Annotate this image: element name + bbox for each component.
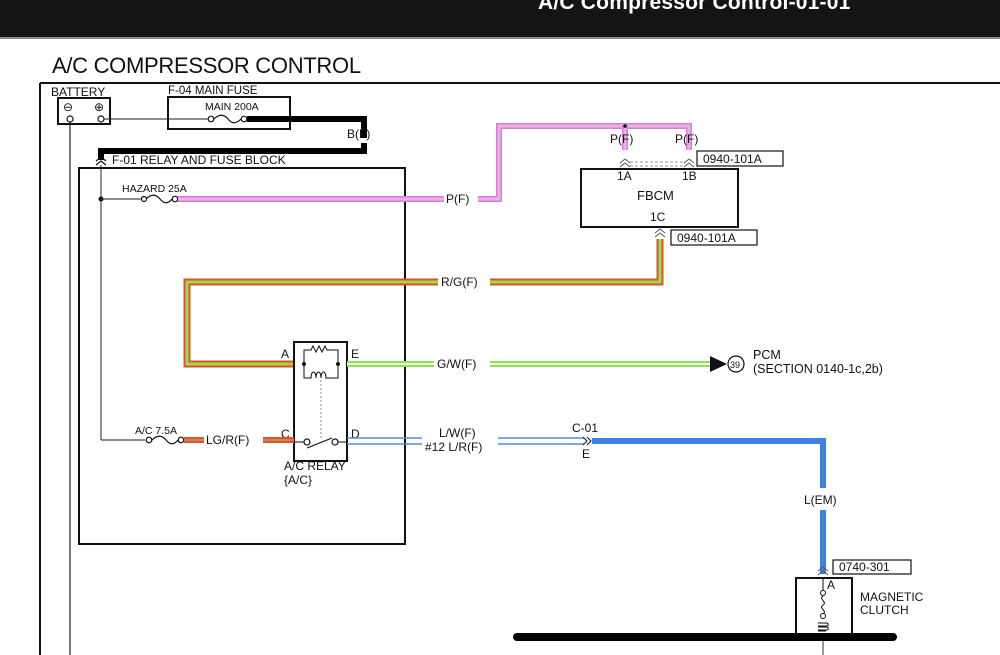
wire-rg: R/G(F) (183, 239, 664, 368)
wire-label-pf: P(F) (446, 192, 469, 206)
c01-label: C-01 (572, 421, 598, 435)
wire-pf: P(F) P(F) P(F) (178, 123, 698, 206)
fbcm-pin-1c: 1C (650, 210, 666, 224)
wire-label-gw: G/W(F) (437, 357, 476, 371)
wire-label-rg: R/G(F) (441, 275, 478, 289)
pcm-label: PCM (753, 348, 781, 362)
main-fuse[interactable]: F-04 MAIN FUSE MAIN 200A (167, 85, 291, 130)
page-title: A/C COMPRESSOR CONTROL (52, 53, 361, 78)
clutch-label-1: MAGNETIC (860, 590, 924, 604)
pcm-section: (SECTION 0140-1c,2b) (753, 362, 883, 376)
fbcm-connector-top: 0940-101A (703, 152, 762, 166)
ac-fuse[interactable]: A/C 7.5A (101, 425, 185, 445)
fbcm-label: FBCM (637, 188, 674, 203)
relay-pin-a: A (281, 347, 289, 361)
fbcm-pin-1a: 1A (617, 169, 632, 183)
magnetic-clutch[interactable]: 0740-301 A MAGNETIC CLUTCH (795, 559, 924, 637)
connector-icon (95, 156, 107, 166)
wire-lw: L/W(F) #12 L/R(F) (347, 426, 584, 454)
wire-label-lem: L(EM) (804, 493, 837, 507)
c01-pin: E (582, 447, 590, 461)
relay-fuse-block[interactable]: F-01 RELAY AND FUSE BLOCK (78, 153, 406, 545)
header-bar: A/C Compressor Control-01-01 (0, 0, 1000, 39)
hazard-fuse[interactable]: HAZARD 25A (101, 183, 187, 204)
fbcm-pin-1b: 1B (682, 169, 697, 183)
connector-c01[interactable]: C-01 E (572, 421, 598, 461)
battery[interactable]: BATTERY ⊖ ⊕ (51, 85, 111, 125)
fbcm-module[interactable]: 0940-101A 1A 1B FBCM 1C 0940-101A (580, 150, 784, 246)
relay-block-label: F-01 RELAY AND FUSE BLOCK (112, 153, 286, 167)
wire-lem: L(EM) (592, 438, 837, 574)
clutch-label-2: CLUTCH (860, 603, 909, 617)
fbcm-connector-bottom: 0940-101A (677, 231, 736, 245)
battery-label: BATTERY (51, 85, 105, 99)
relay-pin-c: C (281, 427, 290, 441)
pcm-reference[interactable]: 39 PCM (SECTION 0140-1c,2b) (710, 348, 883, 376)
wire-label-bf: B(F) (347, 127, 370, 141)
ac-fuse-label: A/C 7.5A (135, 425, 177, 437)
diagram-frame (39, 82, 1000, 655)
main-fuse-label: F-04 MAIN FUSE (168, 85, 258, 97)
wire-label-lw: L/W(F) (439, 426, 476, 440)
wire-label-pf-1a: P(F) (610, 132, 633, 146)
clutch-connector: 0740-301 (839, 560, 890, 574)
wire-gw: G/W(F) (347, 357, 712, 371)
pcm-number: 39 (730, 360, 740, 370)
relay-pin-e: E (351, 347, 359, 361)
main-fuse-rating: MAIN 200A (205, 101, 259, 113)
ac-relay-sub: {A/C} (284, 473, 312, 487)
hazard-fuse-label: HAZARD 25A (122, 183, 187, 195)
header-title: A/C Compressor Control-01-01 (538, 0, 851, 14)
wire-label-lgr: LG/R(F) (206, 433, 249, 447)
clutch-pin-a: A (827, 578, 835, 592)
battery-negative-icon: ⊖ (63, 100, 73, 114)
wire-label-l12: #12 L/R(F) (425, 440, 482, 454)
wire-bf: B(F) (98, 116, 370, 160)
relay-pin-d: D (351, 427, 360, 441)
wire-lgr: LG/R(F) (184, 433, 294, 447)
ac-relay[interactable]: A E C D A/C RELAY {A/C} (281, 341, 360, 487)
battery-positive-icon: ⊕ (94, 100, 104, 114)
wire-label-pf-1b: P(F) (675, 132, 698, 146)
ac-relay-label: A/C RELAY (284, 459, 346, 473)
